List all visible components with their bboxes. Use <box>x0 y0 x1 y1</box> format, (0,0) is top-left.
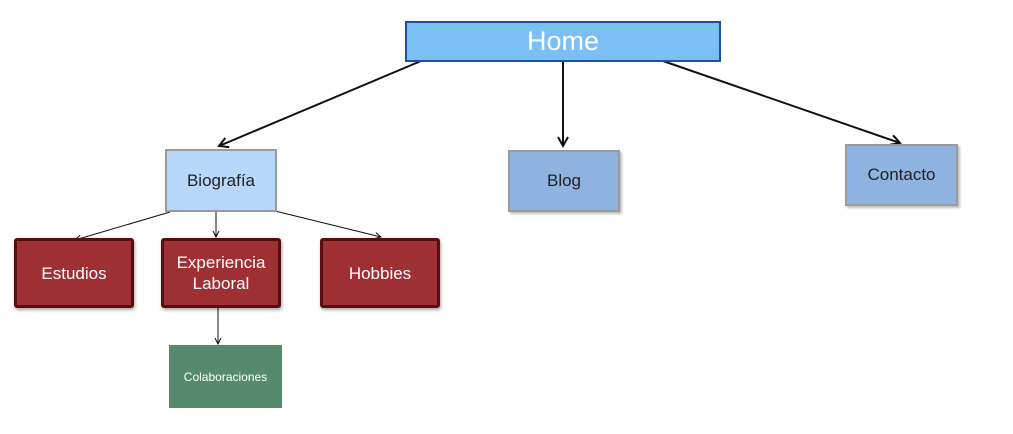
node-experiencia-laboral: Experiencia Laboral <box>161 238 281 308</box>
node-biografia: Biografía <box>165 149 277 212</box>
node-blog: Blog <box>508 150 620 212</box>
node-estudios-label: Estudios <box>41 263 107 283</box>
node-experiencia-label-line1: Experiencia <box>176 253 266 272</box>
node-contacto-label: Contacto <box>867 165 936 184</box>
node-blog-label: Blog <box>546 171 582 190</box>
node-hobbies-label: Hobbies <box>348 263 412 283</box>
node-estudios: Estudios <box>14 238 134 308</box>
edge-home-biografia <box>219 60 422 146</box>
edge-home-contacto <box>662 60 900 143</box>
node-contacto: Contacto <box>845 144 958 206</box>
node-home: Home <box>405 21 721 62</box>
edge-biografia-hobbies <box>274 210 381 237</box>
node-hobbies: Hobbies <box>320 238 440 308</box>
node-colaboraciones: Colaboraciones <box>169 345 282 408</box>
node-home-label: Home <box>526 26 600 56</box>
edge-biografia-estudios <box>75 211 171 240</box>
node-biografia-label: Biografía <box>186 170 256 190</box>
node-colaboraciones-label: Colaboraciones <box>183 369 268 384</box>
node-experiencia-label-line2: Laboral <box>192 274 250 293</box>
